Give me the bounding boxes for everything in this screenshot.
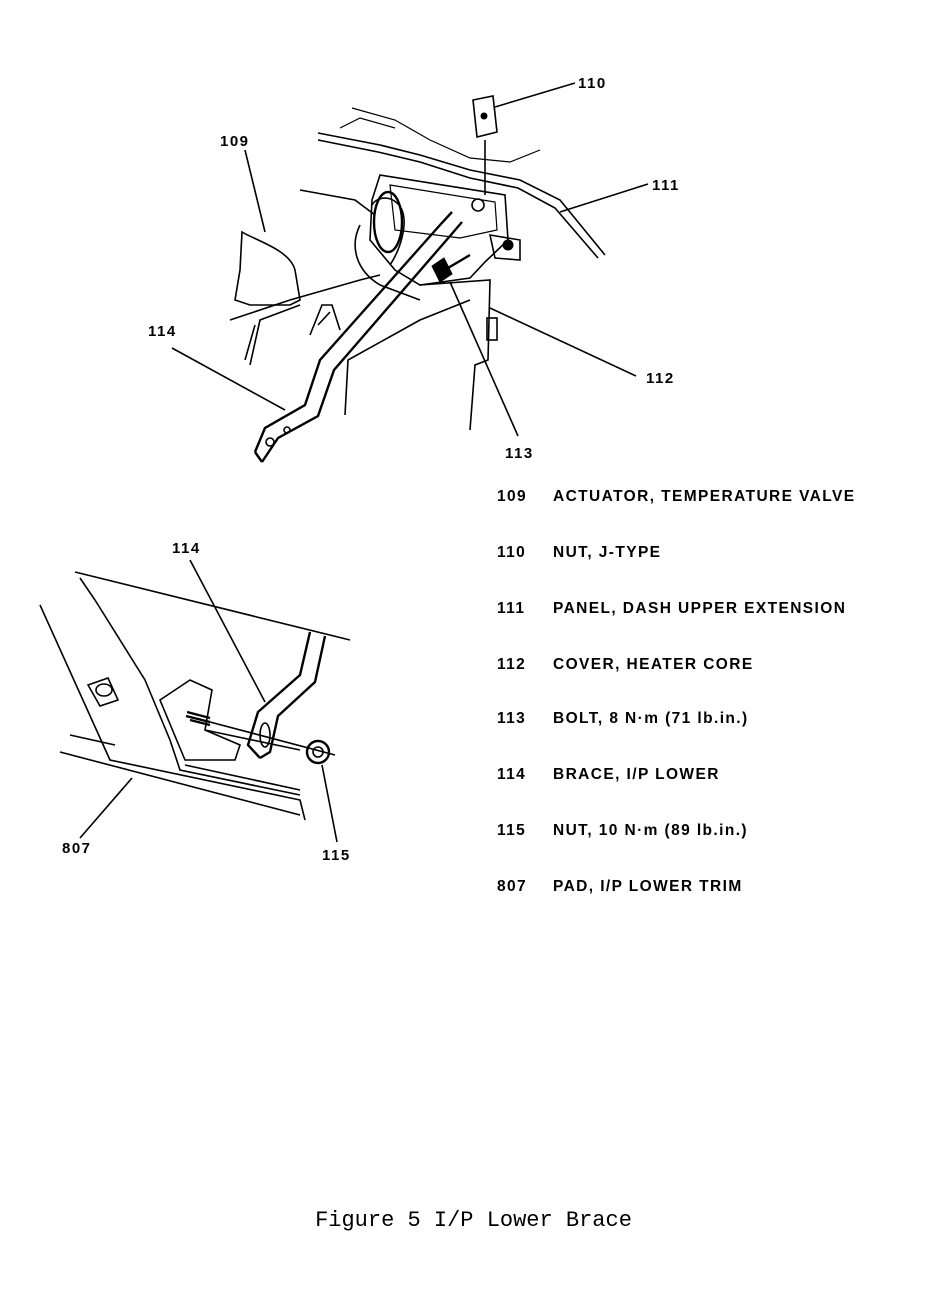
legend-number: 114 [497,766,527,783]
pad-inner [69,734,116,746]
floor-line-2 [249,304,301,366]
pad-bracket-2 [204,729,301,751]
legend-number: 111 [497,600,526,617]
callout-114-detail: 114 [172,540,201,557]
pad-top-edge [79,577,301,796]
main-illustration [229,95,606,463]
leader-109 [244,149,266,233]
clip [86,677,120,707]
leader-lines [171,82,649,437]
clip-head [95,683,113,697]
cover-clip [486,317,498,341]
nut-115 [305,739,331,765]
callout-113: 113 [505,445,534,462]
leader-114-detail [189,559,266,703]
dash-panel-outline [317,132,606,256]
bolt-113-shank [447,253,471,270]
side-bracket [488,234,521,261]
legend-number: 115 [497,822,527,839]
pad-bracket [159,679,241,761]
pad-outline [74,571,351,641]
leader-113 [449,281,519,437]
leader-115 [321,764,338,843]
detail-brace-a [246,631,312,759]
legend-text: ACTUATOR, TEMPERATURE VALVE [553,488,856,505]
leader-111 [559,183,649,213]
leader-807 [79,777,133,839]
bracket-bolt [502,239,514,251]
legend-text: BRACE, I/P LOWER [553,766,720,783]
heater-core-cover [419,279,491,431]
dash-panel-edge [351,107,541,163]
figure-caption: Figure 5 I/P Lower Brace [0,1208,935,1233]
legend-number: 110 [497,544,527,561]
legend-text: PAD, I/P LOWER TRIM [553,878,743,895]
nut-j-type-fastener [471,198,485,212]
legend-row-807: 807 PAD, I/P LOWER TRIM [497,878,743,900]
legend-text: BOLT, 8 N·m (71 lb.in.) [553,710,749,727]
floor-line-1 [229,274,381,321]
heater-housing [369,174,509,286]
actuator-arm [299,189,376,216]
heater-housing-inner [389,184,498,239]
dash-panel-outline-inner [317,139,599,259]
legend-text: NUT, J-TYPE [553,544,662,561]
bracket-small [309,304,341,336]
dash-panel-edge-2 [339,117,396,129]
legend-text: PANEL, DASH UPPER EXTENSION [553,600,847,617]
actuator-body [372,190,404,254]
legend-text: NUT, 10 N·m (89 lb.in.) [553,822,748,839]
pad-lower [59,751,301,816]
legend-text: COVER, HEATER CORE [553,656,754,673]
legend-row-110: 110 NUT, J-TYPE [497,544,661,566]
callout-109: 109 [220,133,250,150]
heater-duct [354,224,421,301]
legend-number: 112 [497,656,527,673]
brace-hole [265,437,275,447]
brace-outline-b [261,221,463,463]
legend-row-109: 109 ACTUATOR, TEMPERATURE VALVE [497,488,855,510]
leader-112 [489,307,637,377]
j-type-nut [472,95,498,138]
j-type-nut-hole [480,112,488,120]
legend-row-114: 114 BRACE, I/P LOWER [497,766,720,788]
leader-114-top [171,347,286,411]
stud [185,710,211,727]
pad-front [39,604,306,821]
leader-110 [494,82,576,108]
callout-114-top: 114 [148,323,177,340]
detail-illustration [39,571,351,821]
cover-lower-edge [344,299,471,416]
callout-112: 112 [646,370,675,387]
brace-end [254,451,263,463]
legend-number: 109 [497,488,528,505]
detail-leader-lines [79,559,338,843]
callout-110: 110 [578,75,607,92]
bolt-113 [431,257,453,283]
detail-brace-b [259,635,327,760]
callout-115: 115 [322,847,351,864]
pad-inner-2 [184,764,301,791]
nut-115-hole [312,746,324,758]
brace-hole-2 [283,426,291,434]
legend-row-115: 115 NUT, 10 N·m (89 lb.in.) [497,822,748,844]
floor-outline [234,230,301,306]
legend-row-112: 112 COVER, HEATER CORE [497,656,754,678]
callout-111: 111 [652,177,680,194]
legend-number: 113 [497,710,527,727]
figure-caption-text: Figure 5 I/P Lower Brace [315,1208,632,1233]
floor-line-3 [244,324,256,361]
legend-row-111: 111 PANEL, DASH UPPER EXTENSION [497,600,846,622]
legend-row-113: 113 BOLT, 8 N·m (71 lb.in.) [497,710,749,732]
brace-outline-a [253,211,453,453]
callout-807: 807 [62,840,92,857]
legend-number: 807 [497,878,528,895]
stud-line [209,721,336,756]
bracket-small-2 [317,311,331,326]
